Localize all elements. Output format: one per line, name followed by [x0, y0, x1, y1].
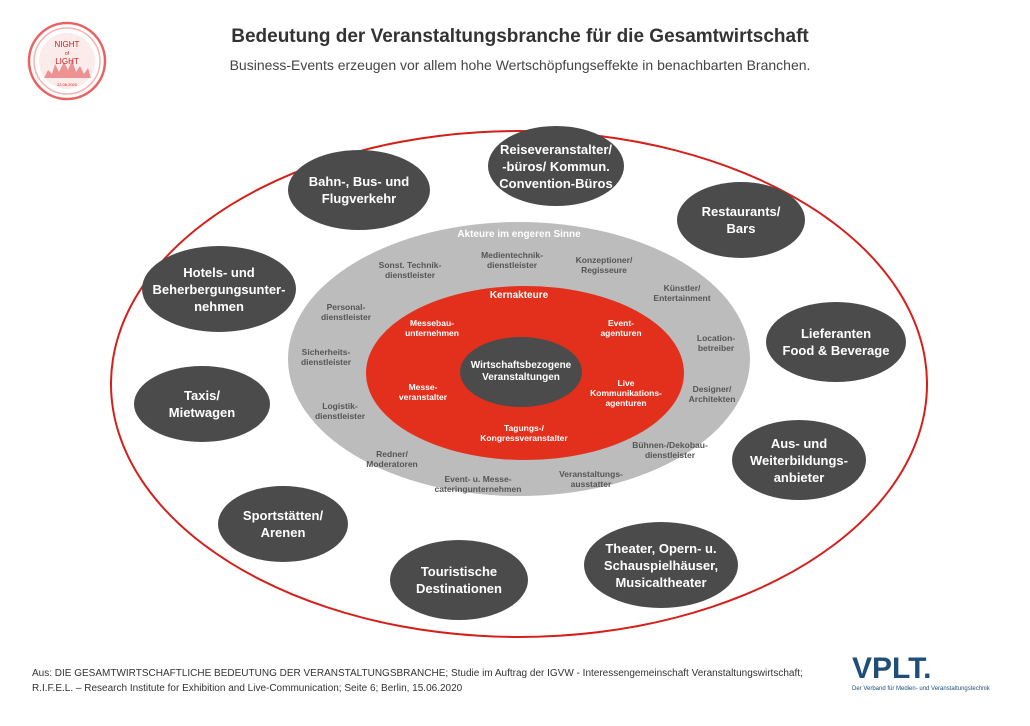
- engere-item: Sicherheits- dienstleister: [300, 347, 352, 367]
- engere-item: Designer/ Architekten: [688, 384, 736, 404]
- source-line2: R.I.F.E.L. – Research Institute for Exhi…: [32, 683, 463, 694]
- vplt-logo-text: VPLT.: [852, 652, 932, 685]
- outer-node-taxis: Taxis/ Mietwagen: [134, 366, 270, 442]
- outer-node-weiterbildung: Aus- und Weiterbildungs- anbieter: [732, 420, 866, 500]
- vplt-logo: VPLT. Der Verband für Medien- und Verans…: [852, 652, 1002, 693]
- engere-item: Medientechnik- dienstleister: [481, 250, 543, 270]
- engere-item: Location- betreiber: [696, 333, 736, 353]
- engere-item: Veranstaltungs- ausstatter: [559, 469, 623, 489]
- outer-node-label: Aus- und Weiterbildungs- anbieter: [750, 435, 848, 485]
- outer-node-theater: Theater, Opern- u. Schauspielhäuser, Mus…: [584, 522, 738, 608]
- night-of-light-emblem: NIGHT of LIGHT 22.06.2020: [27, 21, 107, 101]
- page-subtitle: Business-Events erzeugen vor allem hohe …: [229, 57, 811, 73]
- kern-title: Kernakteure: [489, 290, 549, 301]
- outer-node-hotels: Hotels- und Beherbergungsunter- nehmen: [142, 246, 296, 332]
- outer-node-lieferanten: Lieferanten Food & Beverage: [766, 302, 906, 382]
- engere-item: Redner/ Moderatoren: [366, 449, 418, 469]
- night-of-light-logo: NIGHT of LIGHT 22.06.2020: [24, 18, 110, 104]
- kern-item: Event- agenturen: [600, 318, 642, 338]
- kern-item: Tagungs-/ Kongressveranstalter: [480, 423, 568, 443]
- logo-line1: NIGHT: [55, 40, 80, 49]
- outer-node-label: Lieferanten Food & Beverage: [782, 326, 890, 358]
- outer-node-label: Touristische Destinationen: [416, 564, 502, 596]
- center-node: Wirtschaftsbezogene Veranstaltungen: [460, 337, 582, 407]
- kern-item: Messebau- unternehmen: [405, 318, 459, 338]
- engere-title: Akteure im engeren Sinne: [457, 229, 581, 240]
- logo-date: 22.06.2020: [57, 82, 78, 87]
- source-line1: Aus: DIE GESAMTWIRTSCHAFTLICHE BEDEUTUNG…: [32, 668, 803, 679]
- kern-item: Live Kommunikations- agenturen: [590, 378, 662, 408]
- engere-item: Event- u. Messe- cateringunternehmen: [434, 474, 522, 494]
- outer-node-label: Taxis/ Mietwagen: [168, 388, 236, 420]
- engere-item: Konzeptioner/ Regisseure: [575, 255, 633, 275]
- outer-node-sportstaetten: Sportstätten/ Arenen: [218, 486, 348, 562]
- kern-item: Messe- veranstalter: [398, 382, 448, 402]
- engere-item: Logistik- dienstleister: [314, 401, 366, 421]
- outer-node-label: Restaurants/ Bars: [701, 204, 781, 236]
- outer-node-reiseveranstalter: Reiseveranstalter/ -büros/ Kommun. Conve…: [488, 126, 624, 206]
- vplt-logo-tagline: Der Verband für Medien- und Veranstaltun…: [852, 686, 990, 692]
- outer-node-verkehr: Bahn-, Bus- und Flugverkehr: [288, 150, 430, 230]
- page-title: Bedeutung der Veranstaltungsbranche für …: [231, 26, 809, 47]
- engere-item: Sonst. Technik- dienstleister: [378, 260, 442, 280]
- logo-line3: LIGHT: [55, 57, 79, 66]
- logo-line2: of: [65, 51, 70, 57]
- outer-node-label: Reiseveranstalter/ -büros/ Kommun. Conve…: [499, 141, 613, 191]
- outer-node-label: Hotels- und Beherbergungsunter- nehmen: [152, 264, 286, 314]
- engere-item: Personal- dienstleister: [320, 302, 372, 322]
- engere-item: Künstler/ Entertainment: [653, 283, 711, 303]
- outer-node-destinationen: Touristische Destinationen: [390, 540, 528, 620]
- outer-node-restaurants: Restaurants/ Bars: [677, 182, 805, 258]
- center-label: Wirtschaftsbezogene Veranstaltungen: [470, 360, 572, 383]
- outer-node-label: Theater, Opern- u. Schauspielhäuser, Mus…: [603, 540, 719, 590]
- outer-ring: [110, 130, 928, 638]
- outer-node-label: Sportstätten/ Arenen: [242, 508, 324, 540]
- outer-node-label: Bahn-, Bus- und Flugverkehr: [308, 174, 410, 206]
- engere-item: Bühnen-/Dekobau- dienstleister: [632, 440, 708, 460]
- source-citation: Aus: DIE GESAMTWIRTSCHAFTLICHE BEDEUTUNG…: [32, 666, 852, 696]
